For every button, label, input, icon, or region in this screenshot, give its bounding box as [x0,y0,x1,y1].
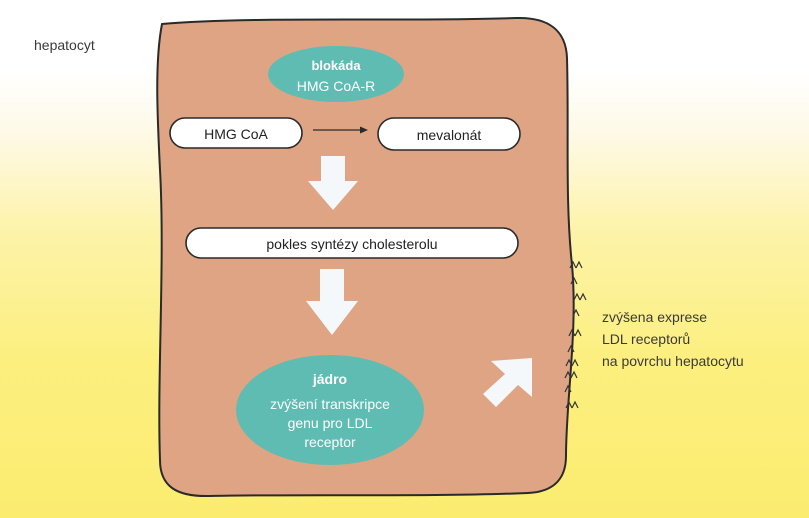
expression-line2: LDL receptorů [602,328,744,350]
blockade-label-line1: blokáda [311,58,361,73]
nucleus-line2: genu pro LDL [288,415,373,431]
blockade-label-line2: HMG CoA-R [297,78,376,94]
expression-line1: zvýšena exprese [602,306,744,328]
mevalonate-label: mevalonát [417,127,482,143]
hmg-coa-label: HMG CoA [204,126,268,142]
nucleus-line1: zvýšení transkripce [270,396,390,412]
hepatocyte-label: hepatocyt [34,37,95,53]
synthesis-drop-label: pokles syntézy cholesterolu [266,236,437,252]
nucleus-line3: receptor [304,434,356,450]
nucleus-title: jádro [312,371,347,387]
expression-annotation: zvýšena exprese LDL receptorů na povrchu… [602,306,744,372]
expression-line3: na povrchu hepatocytu [602,350,744,372]
